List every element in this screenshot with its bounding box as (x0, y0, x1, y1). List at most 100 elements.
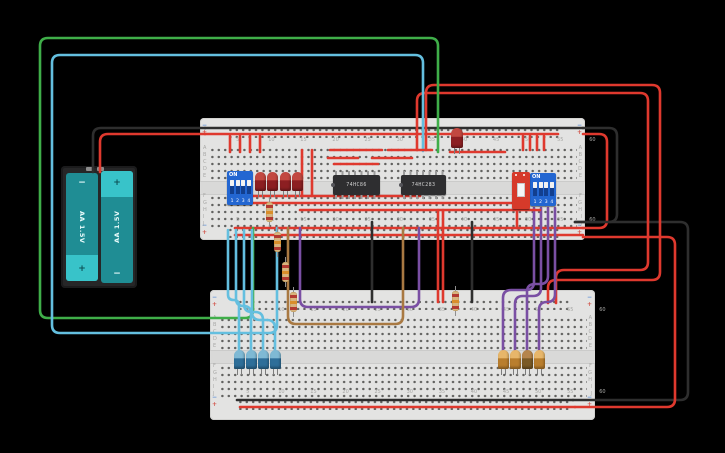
dip-pin-number: 4 (247, 199, 251, 204)
resistor-band (274, 241, 281, 244)
resistor[interactable] (452, 286, 459, 316)
dip-toggle-4[interactable] (246, 180, 251, 186)
resistor-band (266, 205, 273, 208)
column-number: 45 (502, 389, 510, 395)
led-legs (534, 369, 545, 375)
row-letter: E (213, 343, 217, 349)
dip-toggle-3[interactable] (241, 180, 246, 186)
rail-plus-marker: + (212, 401, 218, 408)
orange-led[interactable] (510, 350, 521, 375)
ic-pins (335, 195, 378, 199)
resistor[interactable] (274, 227, 281, 257)
blue-led[interactable] (234, 350, 245, 375)
switch-slider[interactable] (517, 183, 525, 197)
led-legs (292, 191, 303, 197)
resistor-body (290, 292, 297, 312)
column-number: 25 (374, 389, 381, 395)
resistor-band (290, 301, 297, 304)
column-number: 50 (535, 389, 542, 395)
resistor-band (290, 295, 297, 298)
ic-chip-74hc283[interactable]: 74HC283 (399, 171, 446, 199)
row-letter: J (213, 391, 215, 397)
resistor[interactable] (282, 257, 289, 287)
row-letter: G (213, 370, 217, 376)
ic-label: 74HC283 (411, 182, 436, 188)
led-legs (246, 369, 257, 375)
column-number: 30 (406, 389, 413, 395)
resistor-band (274, 235, 281, 238)
ic-label: 74HC86 (346, 182, 367, 188)
dip-toggle-1[interactable] (533, 182, 537, 188)
led-legs (234, 369, 245, 375)
dip-toggle-1[interactable] (230, 180, 234, 186)
led-legs (522, 369, 533, 375)
orange-led[interactable] (498, 350, 509, 375)
resistor-band (282, 271, 289, 274)
switch-mark (523, 174, 525, 176)
resistor-band (266, 217, 273, 220)
resistor-band (452, 294, 459, 297)
dip-toggle-2[interactable] (235, 180, 240, 186)
resistor-body (274, 232, 281, 252)
resistor-band (452, 306, 459, 309)
resistor-band (452, 300, 459, 303)
blue-led[interactable] (246, 350, 257, 375)
column-number: 15 (310, 389, 317, 395)
red-led[interactable] (292, 172, 303, 197)
column-number: 35 (438, 389, 446, 395)
resistor[interactable] (266, 197, 273, 227)
column-number: 20 (342, 389, 349, 395)
ic-pins (335, 171, 378, 175)
column-number: 40 (470, 307, 478, 313)
ic-chip-74hc86[interactable]: 74HC86 (331, 171, 380, 199)
red-led[interactable] (267, 172, 278, 197)
resistor-band (274, 247, 281, 250)
column-number: 35 (438, 307, 446, 313)
ic-pins (403, 171, 444, 175)
resistor[interactable] (290, 287, 297, 317)
blue-led[interactable] (258, 350, 269, 375)
rail-minus-marker: − (212, 394, 218, 401)
ic-notch (399, 183, 403, 187)
dip-toggle-3[interactable] (544, 182, 549, 188)
row-letter: D (213, 336, 217, 342)
led-legs (255, 191, 266, 197)
resistor-body (282, 262, 289, 282)
led-legs (510, 369, 521, 375)
led-legs (451, 148, 463, 154)
led-legs (258, 369, 269, 375)
red-led[interactable] (451, 128, 463, 154)
blue-led[interactable] (270, 350, 281, 375)
column-number: 40 (470, 389, 478, 395)
red-led[interactable] (255, 172, 266, 197)
row-letter: H (213, 377, 217, 383)
red-slide-switch[interactable] (512, 172, 530, 209)
dip-pin-number: 4 (550, 200, 554, 205)
ic-notch (331, 183, 335, 187)
resistor-body (266, 202, 273, 222)
orange-led[interactable] (534, 350, 545, 375)
resistor-body (452, 291, 459, 311)
resistor-band (266, 211, 273, 214)
dip-toggle-2[interactable] (538, 182, 543, 188)
dip-on-label: ON (229, 172, 238, 178)
resistor-band (282, 265, 289, 268)
dip-toggle-4[interactable] (549, 182, 554, 188)
row-letter: F (213, 363, 216, 369)
dip-on-label: ON (532, 174, 541, 180)
ic-pins (403, 195, 444, 199)
resistor-band (282, 277, 289, 280)
led-legs (270, 369, 281, 375)
red-led[interactable] (280, 172, 291, 197)
row-letter: I (213, 384, 215, 390)
column-number: 55 (567, 307, 574, 313)
led-legs (280, 191, 291, 197)
column-number: 55 (567, 389, 574, 395)
switch-mark (515, 174, 517, 176)
brown-led[interactable] (522, 350, 533, 375)
column-number: 5 (246, 389, 250, 395)
